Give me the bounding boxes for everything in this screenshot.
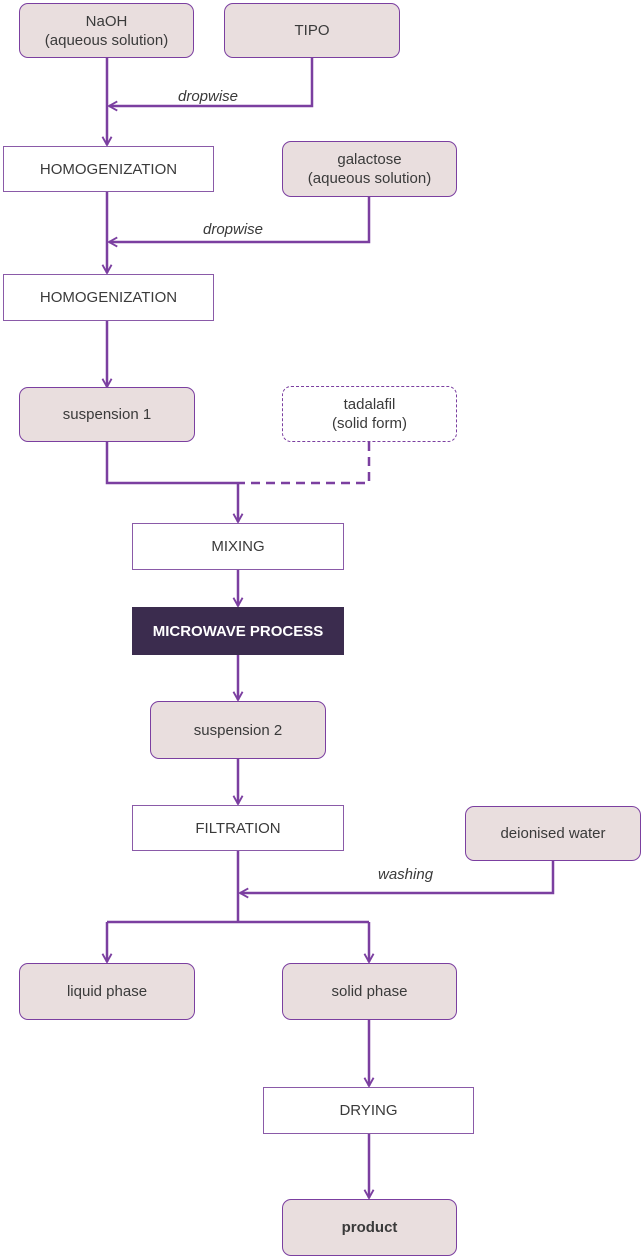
edge-susp1-merge — [105, 442, 238, 485]
label-dropwise-2: dropwise — [203, 221, 264, 238]
node-solid-phase: solid phase — [282, 963, 457, 1020]
node-microwave-process: MICROWAVE PROCESS — [132, 607, 344, 655]
node-naoh: NaOH (aqueous solution) — [19, 3, 194, 58]
edge-tipo-dropwise — [109, 58, 314, 106]
node-liquid-phase: liquid phase — [19, 963, 195, 1020]
node-filtration: FILTRATION — [132, 805, 344, 851]
node-deionised-water: deionised water — [465, 806, 641, 861]
edge-water-washing — [240, 861, 555, 893]
node-product: product — [282, 1199, 457, 1256]
node-tipo: TIPO — [224, 3, 400, 58]
label-dropwise-1: dropwise — [178, 88, 239, 105]
node-mixing: MIXING — [132, 523, 344, 570]
edge-tadalafil-merge — [238, 442, 371, 485]
edge-galactose-dropwise — [109, 197, 371, 242]
node-tadalafil: tadalafil (solid form) — [282, 386, 457, 442]
node-homogenization-2: HOMOGENIZATION — [3, 274, 214, 321]
node-suspension-2: suspension 2 — [150, 701, 326, 759]
node-suspension-1: suspension 1 — [19, 387, 195, 442]
label-washing: washing — [378, 866, 434, 883]
node-homogenization-1: HOMOGENIZATION — [3, 146, 214, 192]
node-galactose: galactose (aqueous solution) — [282, 141, 457, 197]
node-drying: DRYING — [263, 1087, 474, 1134]
